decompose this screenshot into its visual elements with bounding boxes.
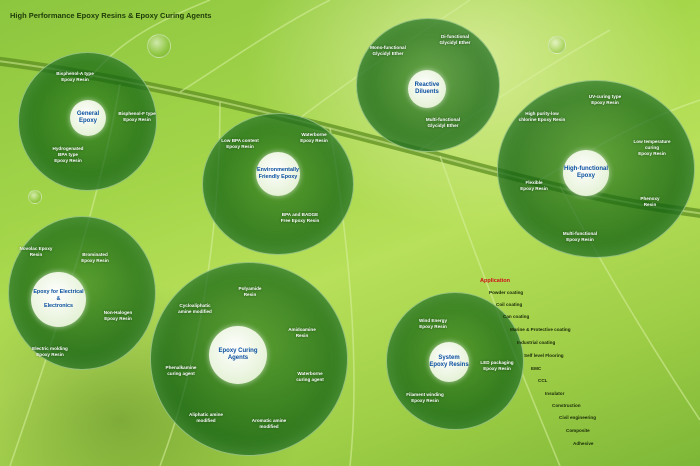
water-droplet	[548, 36, 566, 54]
label-aliphatic-amine: Aliphatic amine modified	[189, 412, 223, 423]
label-brominated: Brominated Epoxy Resin	[81, 252, 109, 263]
label-polyamide: Polyamide Resin	[238, 286, 262, 297]
label-bpa-badge-free: BPA and BADGE Free Epoxy Resin	[280, 212, 320, 223]
water-droplet	[28, 190, 42, 204]
diagram-title: High Performance Epoxy Resins & Epoxy Cu…	[10, 11, 212, 20]
label-multi-functional-epoxy: Multi-functional Epoxy Resin	[562, 231, 598, 242]
application-item: CCL	[538, 378, 548, 383]
label-aromatic-amine: Aromatic amine modified	[251, 418, 287, 429]
application-item: Industrial coating	[517, 340, 556, 345]
label-low-bpa: Low BPA content Epoxy Resin	[221, 138, 259, 149]
label-electric-molding: Electric molding Epoxy Resin	[32, 346, 68, 357]
application-heading: Application	[480, 278, 510, 284]
application-item: Coil coating	[496, 302, 523, 307]
application-item: Powder coating	[489, 290, 524, 295]
label-led-packaging: LED packaging Epoxy Resin	[480, 360, 514, 371]
application-item: Composite	[566, 428, 590, 433]
application-item: Marine & Protective coating	[510, 327, 571, 332]
label-novolac: Novolac Epoxy Resin	[19, 246, 53, 257]
application-item: Can coating	[503, 314, 530, 319]
hub-system-epoxy: System Epoxy Resins	[429, 342, 469, 382]
application-item: EMC	[531, 366, 542, 371]
label-phenoxy: Phenoxy Resin	[640, 196, 660, 207]
label-bisphenol-f: Bisphenol-F type Epoxy Resin	[118, 111, 156, 122]
application-item: Insulator	[545, 391, 565, 396]
label-low-temperature: Low temperature curing Epoxy Resin	[633, 139, 671, 156]
label-waterborne-curing: Waterborne curing agent	[296, 371, 324, 382]
label-multi-functional-glycidyl: Multi-functional Glycidyl Ether	[425, 117, 461, 128]
bubble-environmentally-friendly	[202, 113, 354, 255]
label-uv-curing: UV-curing type Epoxy Resin	[588, 94, 622, 105]
application-item: Civil engineering	[559, 415, 597, 420]
application-item: Adhesive	[573, 441, 594, 446]
label-high-purity: High purity-low chlorine Epoxy Resin	[518, 111, 566, 122]
label-waterborne-epoxy: Waterborne Epoxy Resin	[300, 132, 328, 143]
label-wind-energy: Wind Energy Epoxy Resin	[418, 318, 448, 329]
hub-high-functional: High-functional Epoxy	[563, 150, 609, 196]
label-hydrogenated-bpa: Hydrogenated BPA type Epoxy Resin	[52, 146, 84, 163]
label-amidoamine: Amidoamine Resin	[288, 327, 316, 338]
label-non-halogen: Non-Halogen Epoxy Resin	[103, 310, 133, 321]
hub-environmentally-friendly: Environmentally Friendly Epoxy	[256, 152, 300, 196]
label-phenalkamine: Phenalkamine curing agent	[165, 365, 197, 376]
label-di-functional: Di-functional Glycidyl Ether	[439, 34, 471, 45]
application-item: Construction	[552, 403, 581, 408]
hub-curing-agents: Epoxy Curing Agents	[209, 326, 267, 384]
hub-reactive-diluents: Reactive Diluents	[408, 70, 446, 108]
hub-electrical-electronics: Epoxy for Electrical & Electronics	[31, 272, 86, 327]
water-droplet	[147, 34, 171, 58]
hub-general-epoxy: General Epoxy	[70, 100, 106, 136]
application-item: Self level Flooring	[524, 353, 564, 358]
label-cycloaliphatic: Cycloaliphatic amine modified	[178, 303, 212, 314]
label-flexible: Flexible Epoxy Resin	[520, 180, 548, 191]
label-bisphenol-a: Bisphenol-A type Epoxy Resin	[56, 71, 94, 82]
label-mono-functional: Mono-functional Glycidyl Ether	[370, 45, 406, 56]
label-filament-winding: Filament winding Epoxy Resin	[406, 392, 444, 403]
